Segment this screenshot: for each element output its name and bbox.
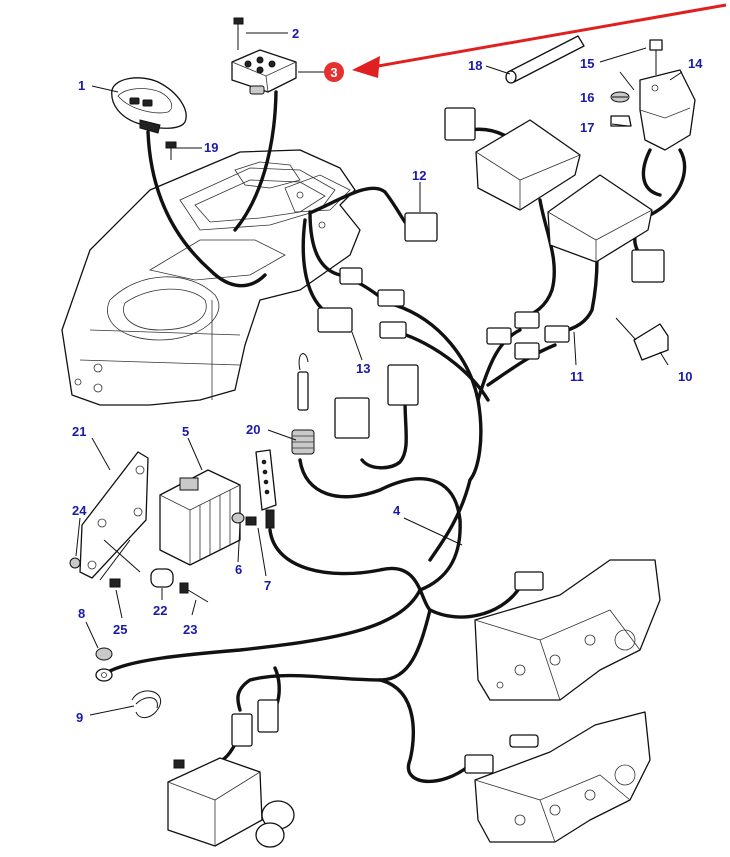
terminal-strip-part: [255, 449, 277, 529]
cover-panels: [475, 119, 653, 263]
callout-22: 22: [153, 603, 167, 618]
callouts: 1 2 3 19 12 13 18 15 14 16 17 11 10 20 2…: [72, 26, 703, 725]
sleeve-part: [505, 35, 585, 84]
mounting-plate-part: [79, 451, 149, 579]
callout-7: 7: [264, 578, 271, 593]
bracket-assembly: [610, 39, 696, 151]
callout-20: 20: [246, 422, 260, 437]
callout-15: 15: [580, 56, 594, 71]
callout-14: 14: [688, 56, 703, 71]
solenoid-valve: [167, 757, 295, 848]
callout-16: 16: [580, 90, 594, 105]
control-module-part: [159, 469, 241, 566]
callout-9: 9: [76, 710, 83, 725]
valve-assembly-lower: [474, 711, 651, 843]
callout-8: 8: [78, 606, 85, 621]
clip-part: [633, 323, 669, 361]
joystick-handle-part: [111, 77, 187, 134]
callout-12: 12: [412, 168, 426, 183]
callout-21: 21: [72, 424, 86, 439]
highlight-badge: [324, 62, 344, 82]
callout-4: 4: [393, 503, 401, 518]
console-housing: [61, 149, 361, 406]
callout-25: 25: [113, 622, 127, 637]
switch-module-part: [231, 17, 297, 95]
callout-13: 13: [356, 361, 370, 376]
callout-2: 2: [292, 26, 299, 41]
sensor-part: [291, 353, 315, 455]
highlight-arrow: [352, 3, 727, 78]
callout-6: 6: [235, 562, 242, 577]
cable-tie-part: [131, 690, 162, 719]
callout-24: 24: [72, 503, 87, 518]
valve-assembly-upper: [474, 559, 661, 701]
callout-5: 5: [182, 424, 189, 439]
connectors: [231, 107, 665, 774]
callout-1: 1: [78, 78, 85, 93]
hardware-parts: [69, 512, 257, 682]
screw-19-part: [165, 141, 177, 160]
callout-23: 23: [183, 622, 197, 637]
callout-19: 19: [204, 140, 218, 155]
leader-lines: [75, 32, 683, 716]
callout-3-highlighted: 3: [330, 65, 337, 80]
callout-11: 11: [570, 369, 584, 384]
callout-18: 18: [468, 58, 482, 73]
callout-17: 17: [580, 120, 594, 135]
callout-10: 10: [678, 369, 692, 384]
